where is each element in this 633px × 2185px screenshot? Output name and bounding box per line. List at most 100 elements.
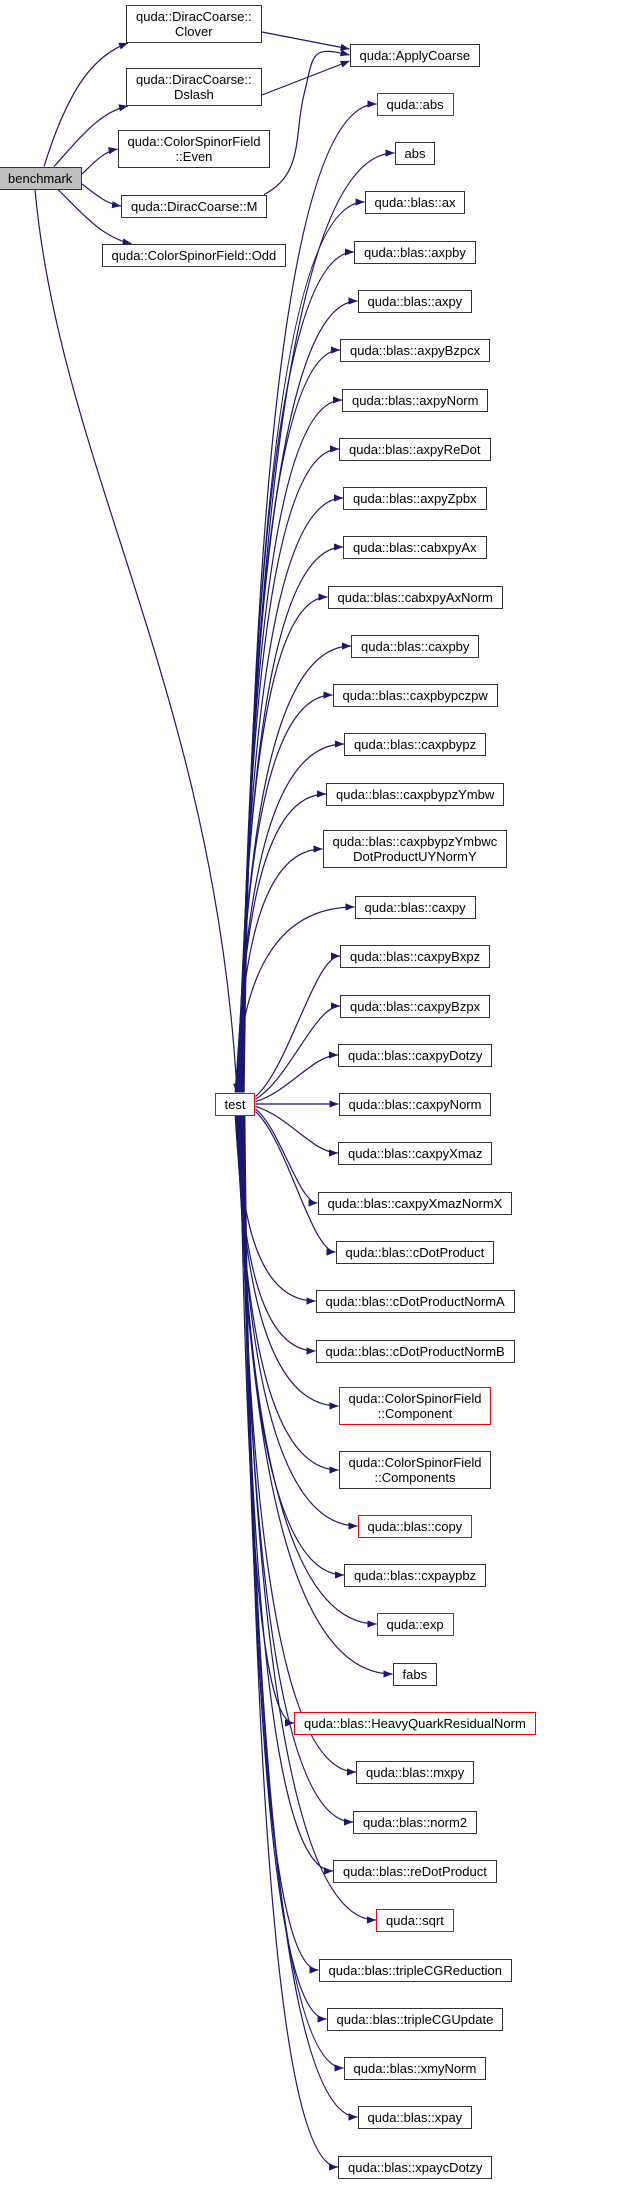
- node-dslash[interactable]: quda::DiracCoarse::Dslash: [126, 68, 262, 106]
- node-label: quda::blas::norm2: [363, 1814, 468, 1830]
- edge-test-caxpbypzYmbwcDot: [235, 845, 323, 1093]
- node-components[interactable]: quda::ColorSpinorField::Components: [338, 1451, 492, 1489]
- node-axpyBzpcx[interactable]: quda::blas::axpyBzpcx: [340, 338, 491, 362]
- node-label: quda::blas::tripleCGUpdate: [336, 2011, 494, 2027]
- node-label: Clover: [175, 24, 213, 39]
- edge-clover-applycoarse: [261, 31, 350, 51]
- node-caxpyBzpx[interactable]: quda::blas::caxpyBzpx: [340, 994, 491, 1018]
- node-xpaycDotzy[interactable]: quda::blas::xpaycDotzy: [338, 2155, 493, 2179]
- node-label: quda::ColorSpinorField: [348, 1455, 482, 1470]
- node-caxpyDotzy[interactable]: quda::blas::caxpyDotzy: [338, 1043, 493, 1067]
- node-cxpaypbz[interactable]: quda::blas::cxpaypbz: [344, 1563, 487, 1587]
- edge-test-caxpyXmazNormX: [255, 1108, 318, 1207]
- node-norm2[interactable]: quda::blas::norm2: [353, 1810, 478, 1834]
- node-label: quda::blas::axpyNorm: [352, 392, 479, 408]
- edge-test-cDotProduct: [255, 1110, 336, 1256]
- edge-benchmark-dslash: [53, 104, 129, 167]
- node-caxpbypczpw[interactable]: quda::blas::caxpbypczpw: [332, 683, 498, 707]
- node-sqrt[interactable]: quda::sqrt: [376, 1908, 454, 1932]
- node-label: DotProductUYNormY: [353, 849, 477, 864]
- node-label: quda::blas::cDotProductNormB: [325, 1343, 505, 1359]
- edge-benchmark-clover: [43, 42, 129, 167]
- node-cDotProductNormB[interactable]: quda::blas::cDotProductNormB: [315, 1339, 515, 1363]
- node-label: quda::exp: [386, 1616, 444, 1632]
- node-xpay[interactable]: quda::blas::xpay: [357, 2105, 473, 2129]
- node-label: quda::DiracCoarse::: [136, 9, 252, 24]
- node-label: ::Component: [377, 1406, 453, 1421]
- node-label: Dslash: [173, 87, 214, 102]
- node-caxpyXmaz[interactable]: quda::blas::caxpyXmaz: [338, 1141, 493, 1165]
- node-clover[interactable]: quda::DiracCoarse::Clover: [126, 5, 262, 43]
- edge-test-cabxpyAxNorm: [238, 593, 328, 1093]
- edge-test-axpyNorm: [240, 396, 343, 1093]
- node-label: fabs: [402, 1666, 428, 1682]
- node-axpyNorm[interactable]: quda::blas::axpyNorm: [342, 388, 489, 412]
- node-fabs[interactable]: fabs: [392, 1662, 438, 1686]
- edge-dslash-applycoarse: [261, 60, 350, 96]
- node-axpyZpbx[interactable]: quda::blas::axpyZpbx: [343, 486, 487, 510]
- node-heavy[interactable]: quda::blas::HeavyQuarkResidualNorm: [294, 1711, 536, 1735]
- node-even[interactable]: quda::ColorSpinorField::Even: [117, 130, 271, 168]
- node-caxpbypz[interactable]: quda::blas::caxpbypz: [344, 732, 487, 756]
- node-label: quda::blas::xpay: [367, 2109, 463, 2125]
- node-label: quda::blas::axpy: [367, 293, 463, 309]
- node-tripleCGUpdate[interactable]: quda::blas::tripleCGUpdate: [326, 2007, 504, 2031]
- node-label: quda::blas::reDotProduct: [343, 1863, 487, 1879]
- node-label: quda::blas::caxpyNorm: [348, 1096, 482, 1112]
- node-label: quda::ColorSpinorField: [348, 1391, 482, 1406]
- node-label: quda::blas::caxpby: [361, 638, 470, 654]
- node-reDotProduct[interactable]: quda::blas::reDotProduct: [333, 1859, 497, 1883]
- node-label: quda::blas::caxpyXmazNormX: [327, 1195, 503, 1211]
- edge-test-heavy: [239, 1115, 295, 1727]
- node-caxpyBxpz[interactable]: quda::blas::caxpyBxpz: [340, 944, 491, 968]
- node-label: ::Even: [175, 149, 213, 164]
- node-ax[interactable]: quda::blas::ax: [364, 190, 466, 214]
- node-label: benchmark: [8, 170, 73, 186]
- node-caxpyNorm[interactable]: quda::blas::caxpyNorm: [338, 1092, 492, 1116]
- node-label: ::Components: [374, 1470, 456, 1485]
- node-caxpbypzYmbw[interactable]: quda::blas::caxpbypzYmbw: [326, 782, 505, 806]
- node-odd[interactable]: quda::ColorSpinorField::Odd: [101, 243, 287, 267]
- node-mxpy[interactable]: quda::blas::mxpy: [356, 1760, 475, 1784]
- node-tripleCGReduction[interactable]: quda::blas::tripleCGReduction: [318, 1958, 512, 1982]
- node-label: quda::abs: [386, 96, 444, 112]
- node-caxpyXmazNormX[interactable]: quda::blas::caxpyXmazNormX: [317, 1191, 513, 1215]
- node-caxpby[interactable]: quda::blas::caxpby: [351, 634, 480, 658]
- node-label: quda::blas::axpyZpbx: [353, 490, 477, 506]
- node-caxpy[interactable]: quda::blas::caxpy: [354, 895, 476, 919]
- node-label: quda::blas::cxpaypbz: [354, 1567, 477, 1583]
- node-label: quda::blas::xmyNorm: [353, 2060, 477, 2076]
- node-cDotProduct[interactable]: quda::blas::cDotProduct: [335, 1240, 495, 1264]
- node-axpyReDot[interactable]: quda::blas::axpyReDot: [339, 437, 491, 461]
- node-label: quda::blas::caxpyBxpz: [350, 948, 481, 964]
- edge-test-xpaycDotzy: [244, 1115, 339, 2171]
- node-m[interactable]: quda::DiracCoarse::M: [121, 194, 268, 218]
- node-label: quda::ApplyCoarse: [359, 47, 471, 63]
- node-component[interactable]: quda::ColorSpinorField::Component: [338, 1387, 492, 1425]
- node-applycoarse[interactable]: quda::ApplyCoarse: [349, 43, 481, 67]
- node-copy[interactable]: quda::blas::copy: [357, 1514, 473, 1538]
- node-qabs[interactable]: quda::abs: [376, 92, 454, 116]
- edge-m-applycoarse: [263, 49, 350, 196]
- node-cabxpyAx[interactable]: quda::blas::cabxpyAx: [343, 535, 487, 559]
- node-label: quda::blas::axpyBzpcx: [350, 342, 481, 358]
- node-exp[interactable]: quda::exp: [376, 1612, 454, 1636]
- node-abs[interactable]: abs: [394, 141, 436, 165]
- edge-benchmark-test: [34, 189, 241, 1093]
- node-axpy[interactable]: quda::blas::axpy: [357, 289, 473, 313]
- node-label: quda::blas::caxpbypczpw: [342, 687, 488, 703]
- node-test[interactable]: test: [214, 1092, 256, 1116]
- edge-test-caxpyBzpx: [255, 1002, 341, 1100]
- node-benchmark[interactable]: benchmark: [0, 166, 83, 190]
- node-xmyNorm[interactable]: quda::blas::xmyNorm: [343, 2056, 487, 2080]
- node-label: quda::blas::HeavyQuarkResidualNorm: [304, 1715, 526, 1731]
- node-label: test: [224, 1096, 246, 1112]
- node-label: quda::blas::caxpyXmaz: [348, 1145, 483, 1161]
- node-cDotProductNormA[interactable]: quda::blas::cDotProductNormA: [315, 1289, 515, 1313]
- node-axpby[interactable]: quda::blas::axpby: [354, 240, 476, 264]
- node-cabxpyAxNorm[interactable]: quda::blas::cabxpyAxNorm: [327, 585, 503, 609]
- node-label: quda::blas::axpyReDot: [349, 441, 481, 457]
